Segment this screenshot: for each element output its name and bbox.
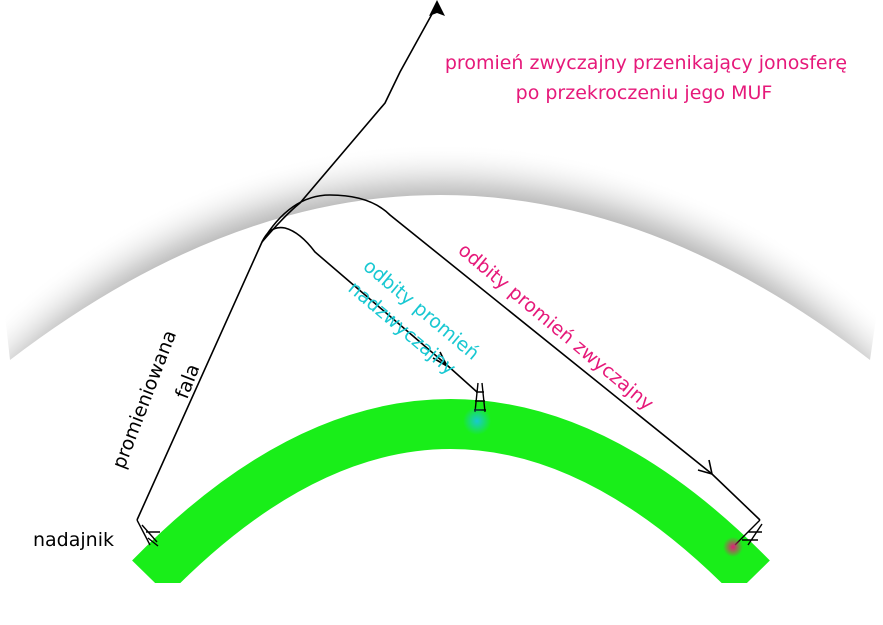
earth-surface — [132, 399, 770, 596]
arrow-head-extraordinary — [432, 351, 448, 367]
receiver-extraordinary-antenna-tower-icon — [474, 382, 486, 413]
transmitter-antenna-tower-icon — [136, 519, 160, 547]
ray-ordinary-penetrating — [261, 4, 438, 243]
receiver-extraordinary-glow — [463, 407, 491, 435]
label-ordinary-penetrating-line1: promień zwyczajny przenikający jonosferę — [445, 52, 847, 74]
arrow-head-ordinary — [697, 459, 713, 475]
label-radiated-line2: fala — [171, 361, 204, 402]
ionosphere-layer — [0, 90, 883, 360]
label-transmitter: nadajnik — [33, 529, 114, 551]
receiver-ordinary-glow — [723, 537, 743, 557]
label-ordinary-reflected: odbity promień zwyczajny — [454, 239, 658, 415]
label-ordinary-penetrating-line2: po przekroczeniu jego MUF — [516, 82, 773, 104]
label-radiated-line1: promieniowana — [108, 327, 181, 472]
ray-ordinary-reflected — [261, 194, 761, 521]
bottom-margin — [0, 583, 883, 625]
receiver-ordinary-antenna-tower-icon — [734, 519, 763, 546]
arrow-head-up — [429, 0, 445, 16]
